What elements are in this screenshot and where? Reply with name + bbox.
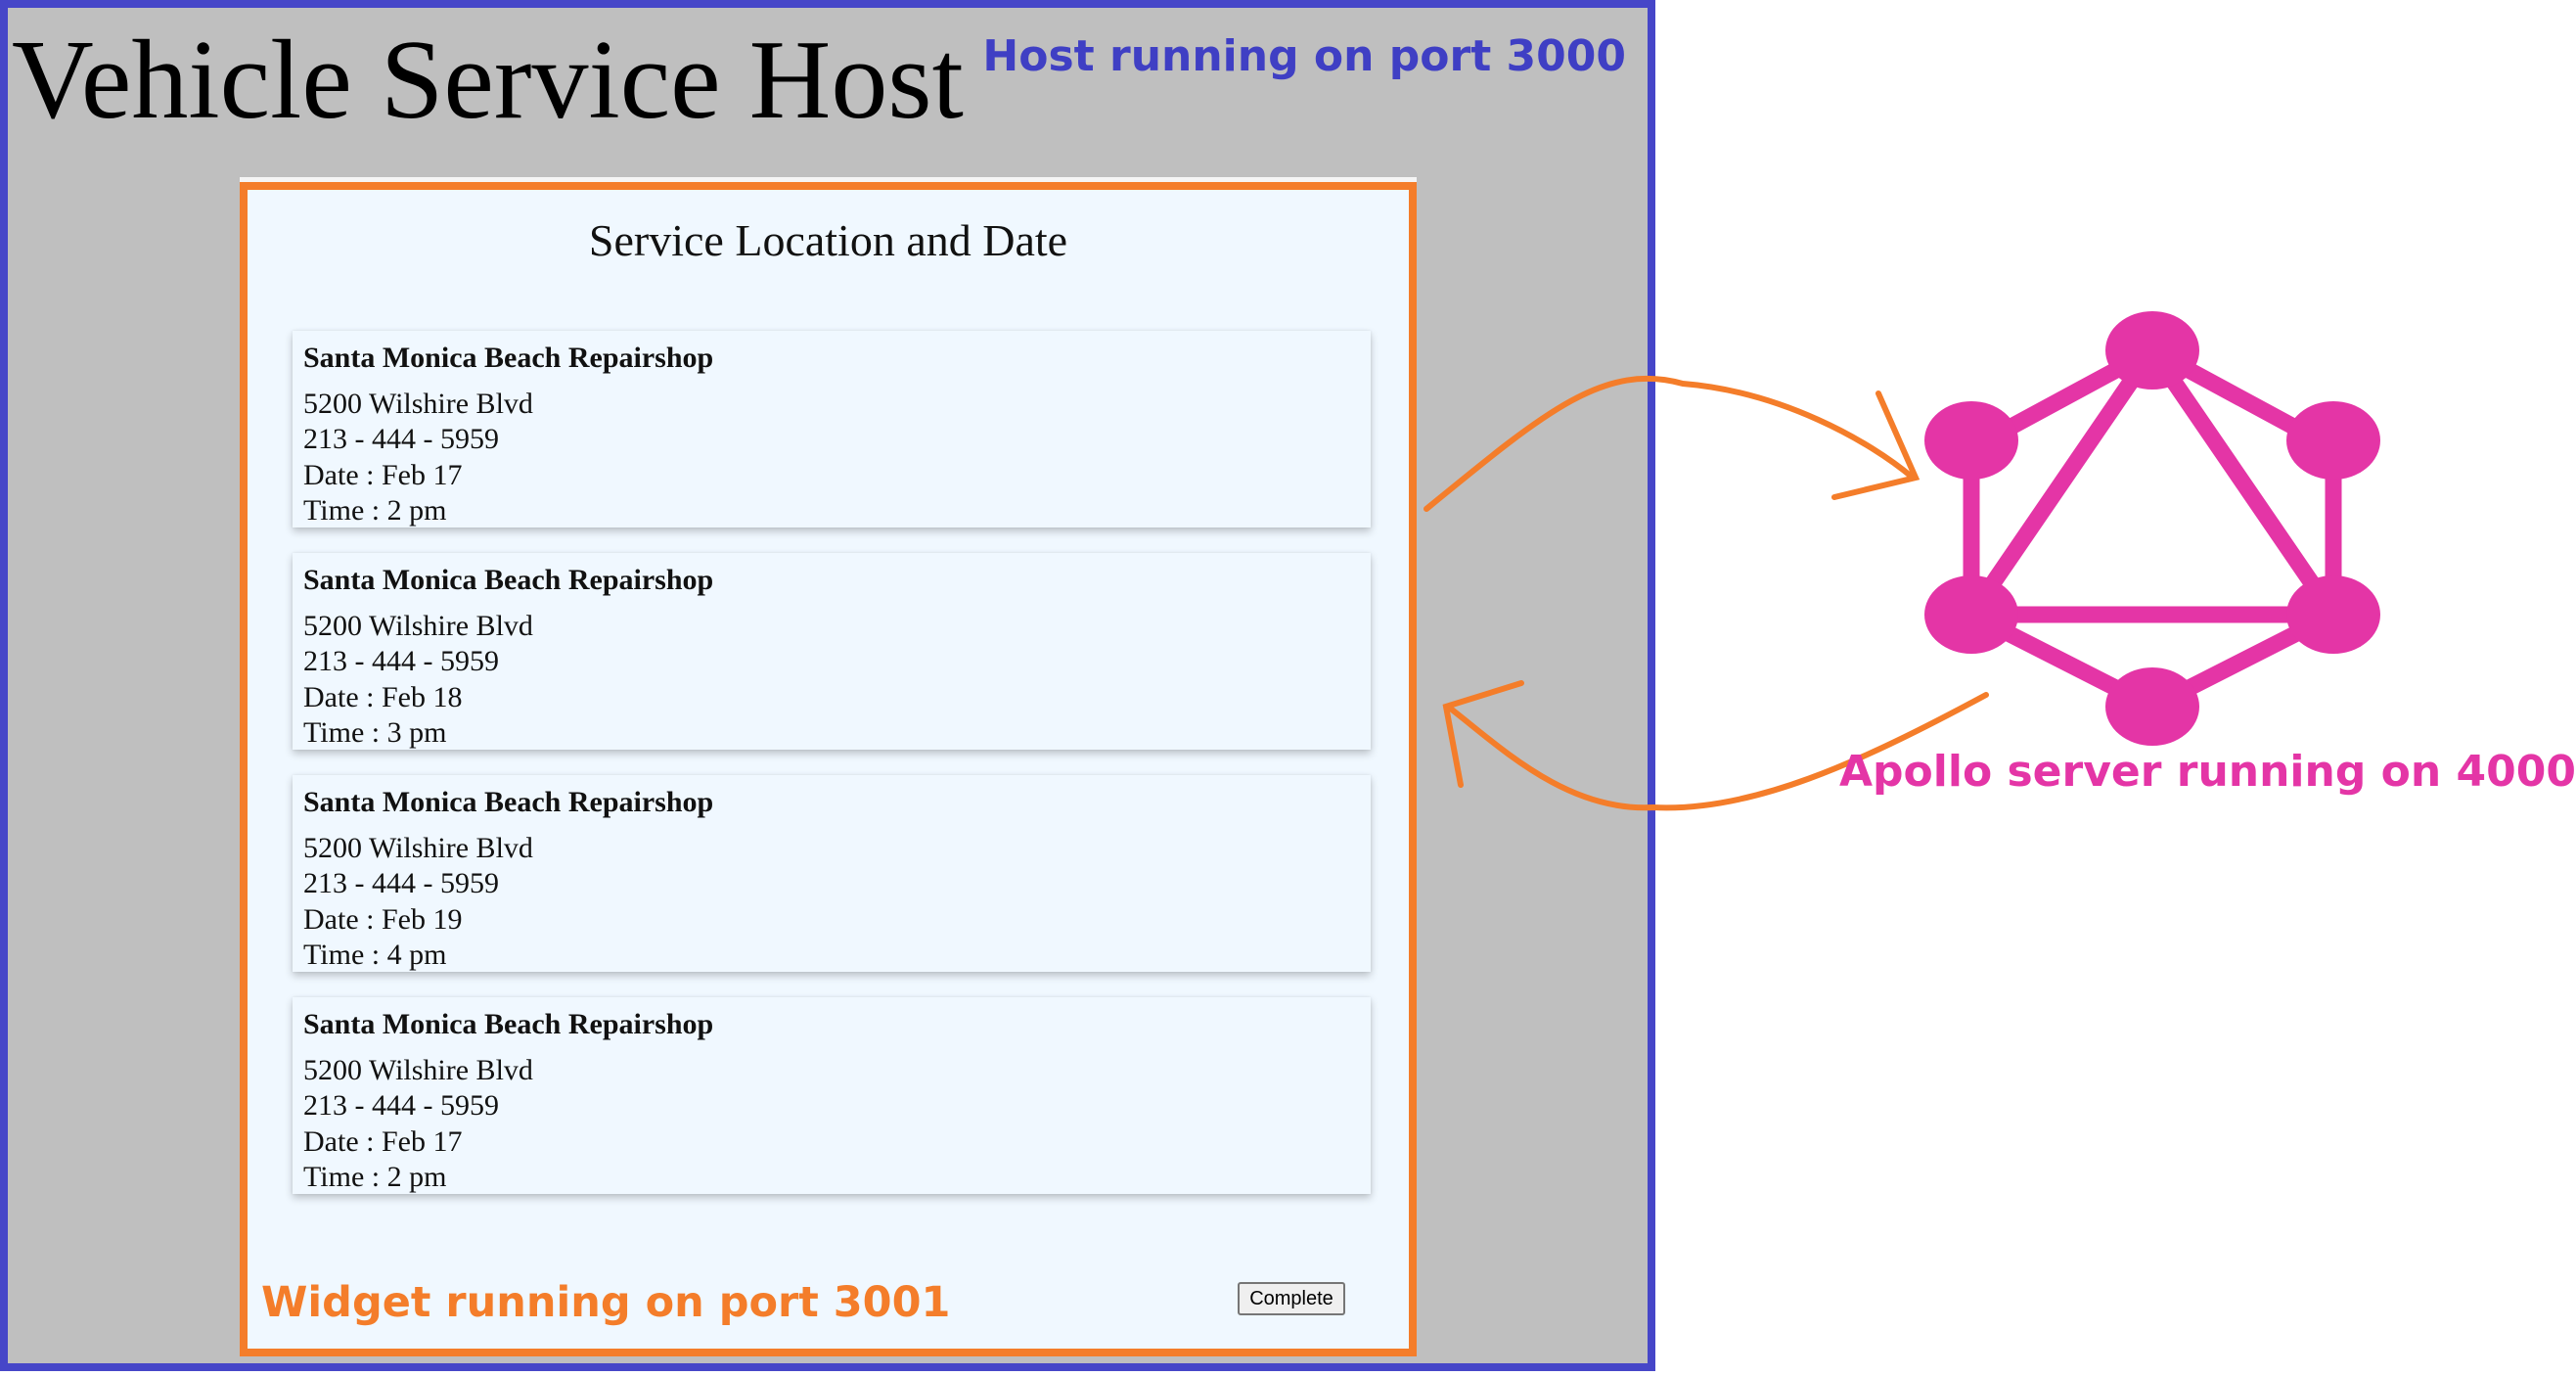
service-time: Time : 2 pm [303,494,447,527]
shop-name: Santa Monica Beach Repairshop [303,1008,714,1040]
service-date: Date : Feb 17 [303,1124,463,1158]
response-arrowhead-icon [1442,680,1524,788]
apollo-server-annotation: Apollo server running on 4000 [1839,747,2576,797]
graphql-logo-icon [1924,311,2380,746]
shop-phone: 213 - 444 - 5959 [303,867,499,899]
shop-address: 5200 Wilshire Blvd [303,387,533,420]
request-arrowhead-icon [1831,390,1921,500]
request-arrow [1424,375,1916,512]
service-date: Date : Feb 19 [303,902,463,936]
service-time: Time : 4 pm [303,939,447,971]
shop-address: 5200 Wilshire Blvd [303,609,533,642]
widget-top-edge [240,177,1417,182]
response-arrow [1445,692,1989,811]
shop-phone: 213 - 444 - 5959 [303,645,499,677]
host-port-annotation: Host running on port 3000 [982,31,1626,81]
shop-address: 5200 Wilshire Blvd [303,1053,533,1086]
shop-name: Santa Monica Beach Repairshop [303,786,714,818]
widget-heading: Service Location and Date [588,215,1068,265]
service-location-card[interactable]: Santa Monica Beach Repairshop 5200 Wilsh… [293,553,1371,750]
widget-port-annotation: Widget running on port 3001 [261,1278,951,1327]
service-location-list: Santa Monica Beach Repairshop 5200 Wilsh… [293,331,1371,1194]
service-time: Time : 2 pm [303,1161,447,1193]
shop-name: Santa Monica Beach Repairshop [303,342,714,374]
service-location-card[interactable]: Santa Monica Beach Repairshop 5200 Wilsh… [293,331,1371,527]
shop-phone: 213 - 444 - 5959 [303,423,499,455]
shop-phone: 213 - 444 - 5959 [303,1089,499,1122]
service-location-card[interactable]: Santa Monica Beach Repairshop 5200 Wilsh… [293,775,1371,972]
service-widget: Service Location and Date Santa Monica B… [240,182,1417,1356]
host-title: Vehicle Service Host [12,18,964,143]
shop-name: Santa Monica Beach Repairshop [303,564,714,596]
shop-address: 5200 Wilshire Blvd [303,831,533,864]
complete-button[interactable]: Complete [1238,1282,1345,1315]
service-location-card[interactable]: Santa Monica Beach Repairshop 5200 Wilsh… [293,997,1371,1194]
service-time: Time : 3 pm [303,716,447,749]
service-date: Date : Feb 17 [303,458,463,491]
service-date: Date : Feb 18 [303,680,463,713]
